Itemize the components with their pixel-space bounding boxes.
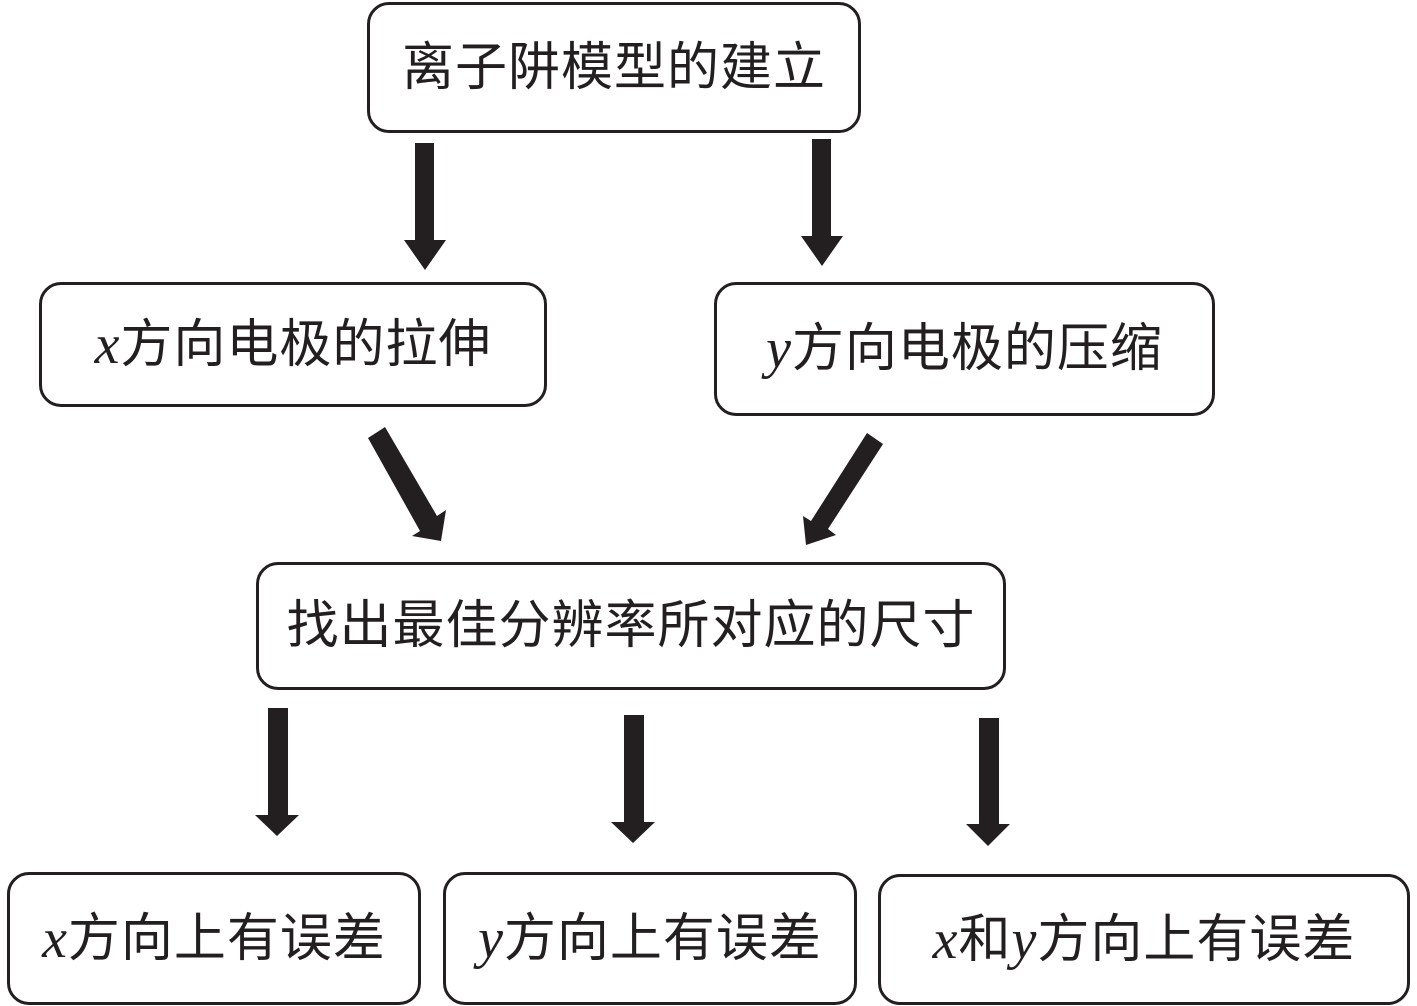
node-label: 方向电极的压缩 xyxy=(791,319,1163,379)
node-label: 方向上有误差 xyxy=(67,908,386,969)
variable-y: y xyxy=(1011,908,1038,971)
variable-x: x xyxy=(932,908,959,971)
variable-x: x xyxy=(94,313,121,376)
variable-y: y xyxy=(766,318,792,380)
arrow-optimal-to-xy-error xyxy=(966,718,1010,846)
arrow-optimal-to-y-error xyxy=(611,715,655,843)
arrow-root-to-y-compress xyxy=(801,139,843,266)
arrow-x-stretch-to-optimal xyxy=(368,427,446,541)
node-label: 方向上有误差 xyxy=(503,908,822,969)
variable-x: x xyxy=(42,907,68,970)
arrow-optimal-to-x-error xyxy=(255,708,299,836)
arrow-root-to-x-stretch xyxy=(404,143,446,270)
node-label: 方向电极的拉伸 xyxy=(120,314,492,375)
node-label: 找出最佳分辨率所对应的尺寸 xyxy=(286,596,976,656)
node-label: 离子阱模型的建立 xyxy=(401,37,826,98)
node-optimal-resolution-size: 找出最佳分辨率所对应的尺寸 xyxy=(256,562,1006,690)
node-ion-trap-model: 离子阱模型的建立 xyxy=(367,2,861,133)
arrow-y-compress-to-optimal xyxy=(803,433,883,545)
conjunction-label: 和 xyxy=(958,909,1012,970)
variable-y: y xyxy=(478,907,504,970)
node-label: 方向上有误差 xyxy=(1037,909,1356,970)
